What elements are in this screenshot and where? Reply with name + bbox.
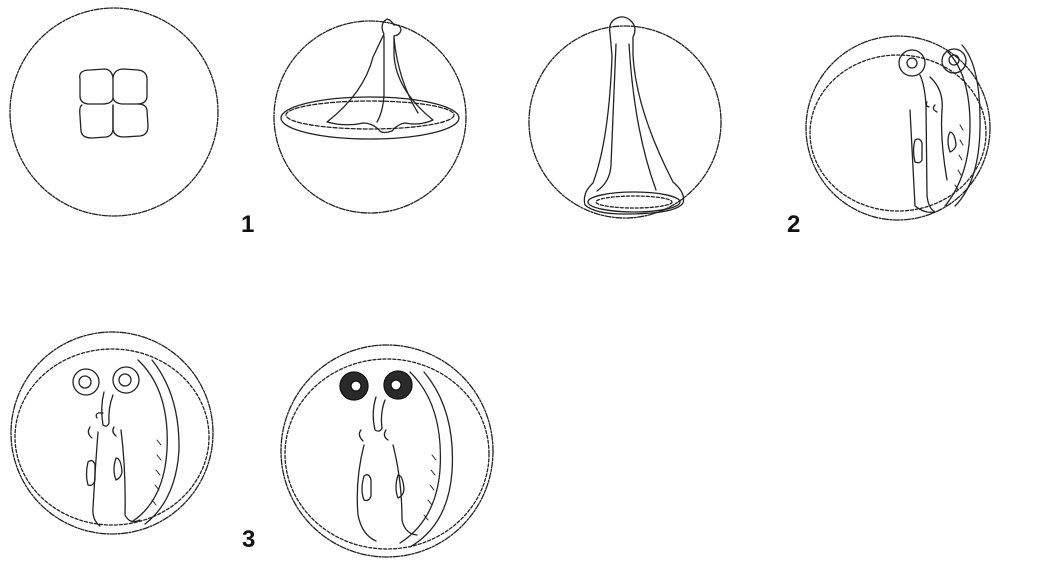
panel-label-1: 1 (241, 213, 254, 237)
eye-formation-stage-embryo (806, 36, 990, 220)
neural-keel-stage-embryo (274, 19, 466, 213)
tail-bud-stage-embryo (529, 17, 721, 218)
four-cell-stage-embryo (10, 8, 218, 216)
pigmented-eye-stage-embryo (281, 345, 493, 557)
panel-label-2: 2 (787, 213, 800, 237)
panel-label-3: 3 (242, 528, 255, 552)
somite-embryo-stage-embryo (11, 332, 213, 534)
